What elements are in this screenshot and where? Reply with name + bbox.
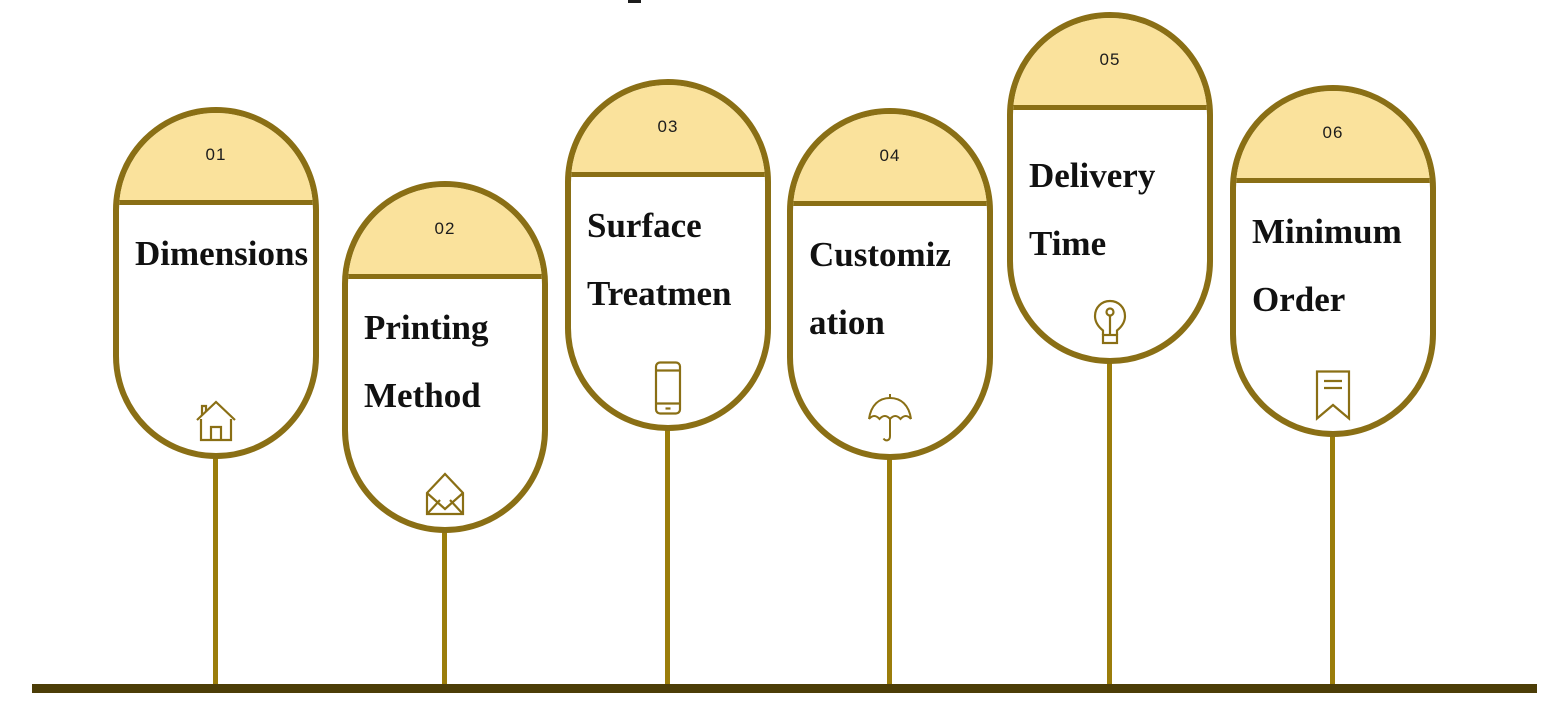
connector-stem bbox=[1330, 434, 1335, 688]
step-title: Dimensions bbox=[135, 234, 309, 273]
step-number: 04 bbox=[879, 146, 901, 165]
step-bubble: 01 Dimensions bbox=[113, 107, 319, 459]
step-number: 05 bbox=[1099, 50, 1121, 69]
step-title: Printing Method bbox=[364, 308, 489, 415]
step-bubble: 06 Minimum Order bbox=[1230, 85, 1436, 437]
step-number-band: 01 bbox=[119, 113, 313, 205]
connector-stem bbox=[213, 456, 218, 688]
connector-stem bbox=[1107, 361, 1112, 688]
umbrella-icon bbox=[865, 392, 915, 444]
step-number-band: 06 bbox=[1236, 91, 1430, 183]
step-number-band: 05 bbox=[1013, 18, 1207, 110]
step-bubble: 05 Delivery Time bbox=[1007, 12, 1213, 364]
step-number: 03 bbox=[657, 117, 679, 136]
home-icon bbox=[193, 397, 239, 443]
lightbulb-icon bbox=[1089, 298, 1131, 348]
connector-stem bbox=[442, 530, 447, 688]
connector-stem bbox=[887, 457, 892, 688]
step-title: Customiz ation bbox=[809, 235, 951, 342]
step-title: Delivery Time bbox=[1029, 156, 1156, 263]
mail-open-icon bbox=[422, 469, 468, 517]
step-bubble: 03 Surface Treatmen bbox=[565, 79, 771, 431]
step-number: 06 bbox=[1322, 123, 1344, 142]
step-number-band: 04 bbox=[793, 114, 987, 206]
step-number-band: 03 bbox=[571, 85, 765, 177]
step-number: 01 bbox=[205, 145, 227, 164]
smartphone-icon bbox=[654, 361, 682, 415]
step-title: Surface Treatmen bbox=[587, 206, 732, 313]
bookmark-icon bbox=[1314, 369, 1352, 421]
timeline-baseline bbox=[32, 684, 1537, 693]
step-bubble: 04 Customiz ation bbox=[787, 108, 993, 460]
step-bubble: 02 Printing Method bbox=[342, 181, 548, 533]
step-number: 02 bbox=[434, 219, 456, 238]
connector-stem bbox=[665, 428, 670, 688]
cropped-title-artifact bbox=[628, 0, 641, 3]
step-title: Minimum Order bbox=[1252, 212, 1402, 319]
step-number-band: 02 bbox=[348, 187, 542, 279]
